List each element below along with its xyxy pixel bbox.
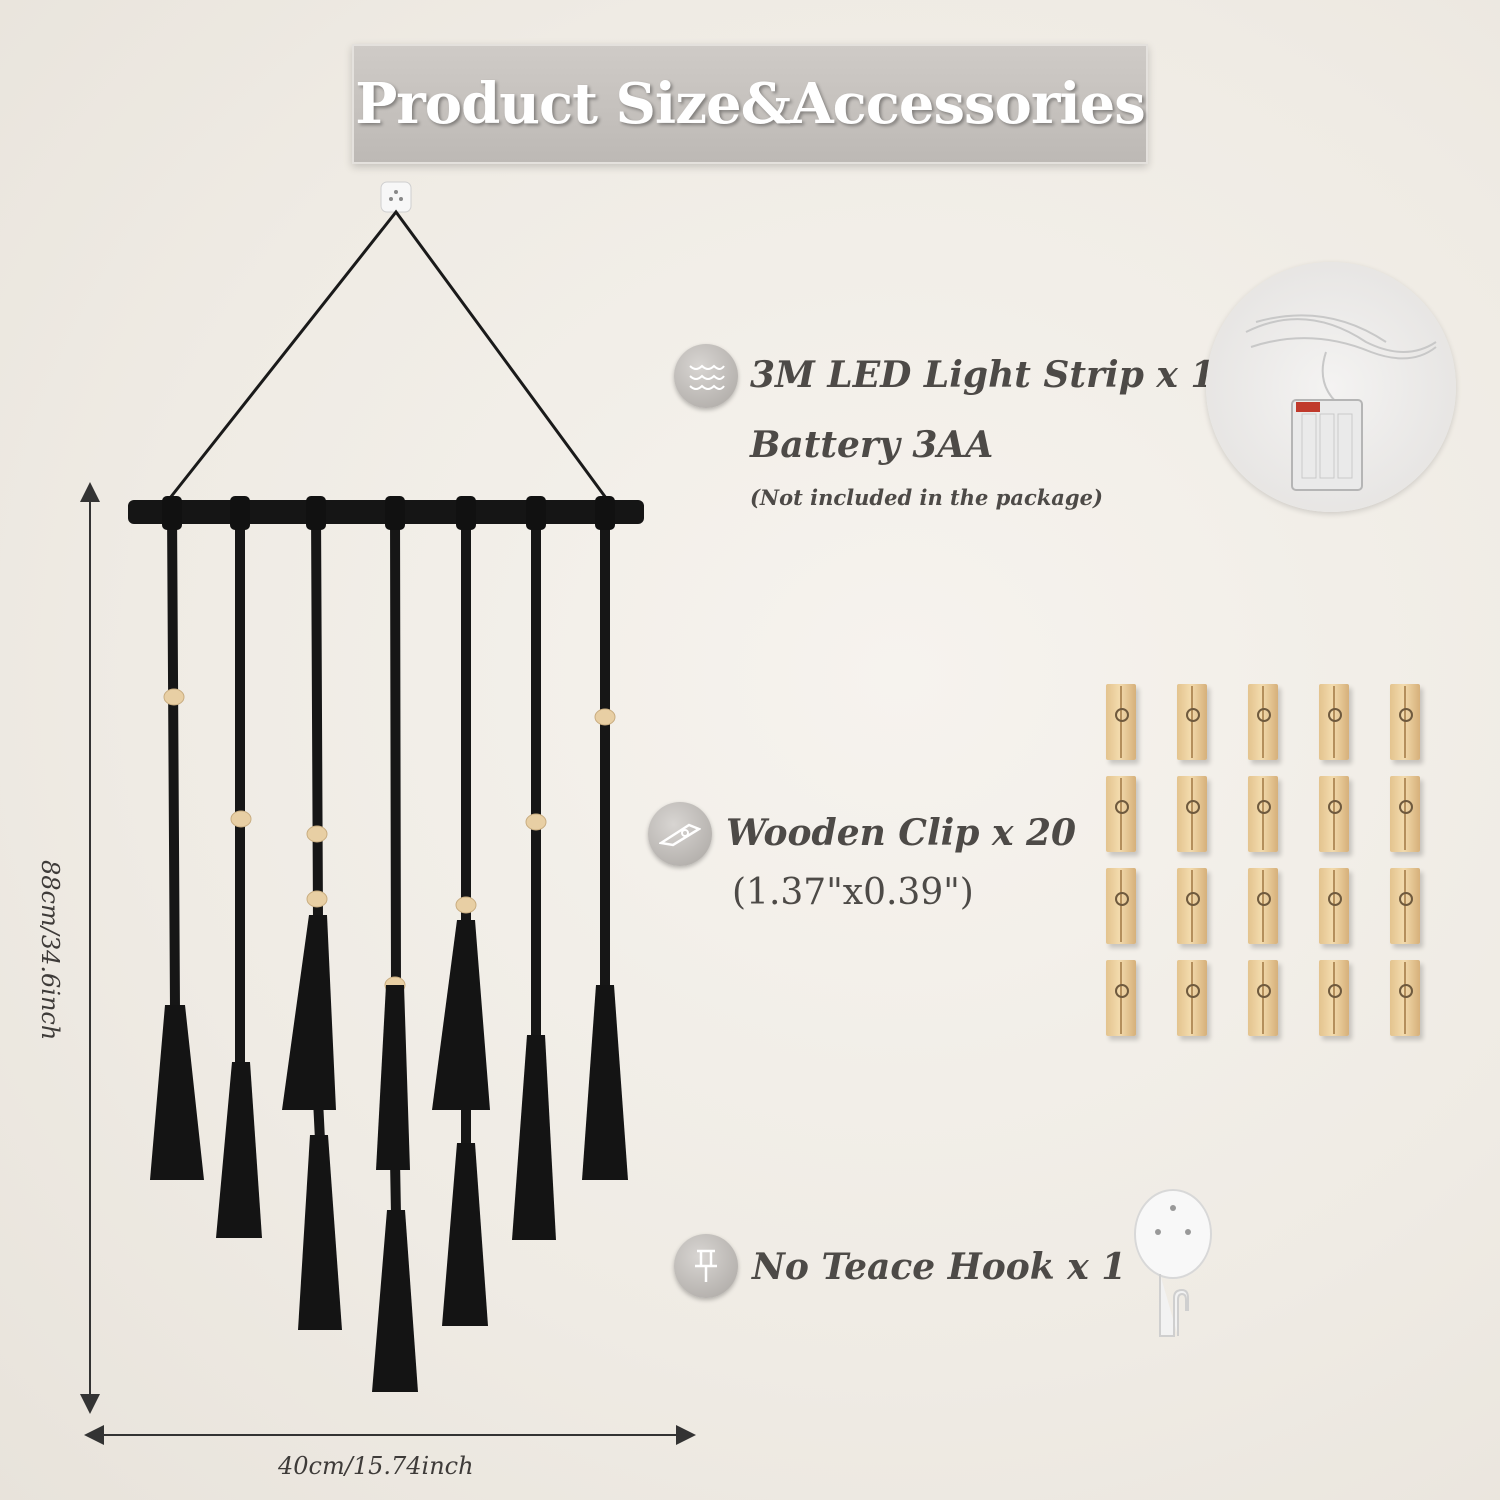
rod-knots xyxy=(162,496,615,530)
wooden-clip xyxy=(1248,776,1278,852)
wooden-clip xyxy=(1390,776,1420,852)
wooden-clip xyxy=(1319,960,1349,1036)
wooden-clip xyxy=(1248,960,1278,1036)
wall-hook xyxy=(380,181,412,213)
wooden-clip xyxy=(1177,684,1207,760)
wooden-beads xyxy=(163,688,616,994)
wooden-clip xyxy=(1106,868,1136,944)
hook-title: No Teace Hook x 1 xyxy=(752,1246,1127,1288)
title-banner: Product Size&Accessories xyxy=(352,44,1148,164)
wooden-clip xyxy=(1248,868,1278,944)
wooden-clip-size: (1.37"x0.39") xyxy=(732,872,974,913)
tassels xyxy=(150,915,628,1392)
wooden-clip xyxy=(1319,684,1349,760)
battery-note: (Not included in the package) xyxy=(750,485,1103,510)
led-light-strip-photo xyxy=(1206,262,1456,512)
light-strip-title: 3M LED Light Strip x 1 xyxy=(750,354,1216,396)
wooden-clip xyxy=(1390,868,1420,944)
wooden-clip xyxy=(1177,960,1207,1036)
wooden-clip xyxy=(1106,960,1136,1036)
banner-title: Product Size&Accessories xyxy=(355,71,1146,137)
hanging-cord xyxy=(168,209,608,499)
wooden-clip xyxy=(1390,684,1420,760)
string-lights-icon xyxy=(674,344,738,408)
wooden-clip xyxy=(1390,960,1420,1036)
wooden-clip xyxy=(1248,684,1278,760)
push-pin-icon xyxy=(674,1234,738,1298)
width-label: 40cm/15.74inch xyxy=(278,1452,474,1480)
macrame-cords xyxy=(167,505,610,1220)
wooden-clip xyxy=(1106,684,1136,760)
wooden-clip-title: Wooden Clip x 20 xyxy=(726,812,1077,854)
wooden-clip xyxy=(1319,776,1349,852)
wooden-clips-grid xyxy=(1100,684,1440,1044)
no-trace-hook-photo xyxy=(1134,1189,1212,1337)
wooden-clip xyxy=(1319,868,1349,944)
wooden-clip xyxy=(1177,776,1207,852)
battery-label: Battery 3AA xyxy=(750,424,994,466)
clothespin-icon xyxy=(648,802,712,866)
wooden-clip xyxy=(1106,776,1136,852)
wooden-clip xyxy=(1177,868,1207,944)
height-label: 88cm/34.6inch xyxy=(36,860,64,1041)
